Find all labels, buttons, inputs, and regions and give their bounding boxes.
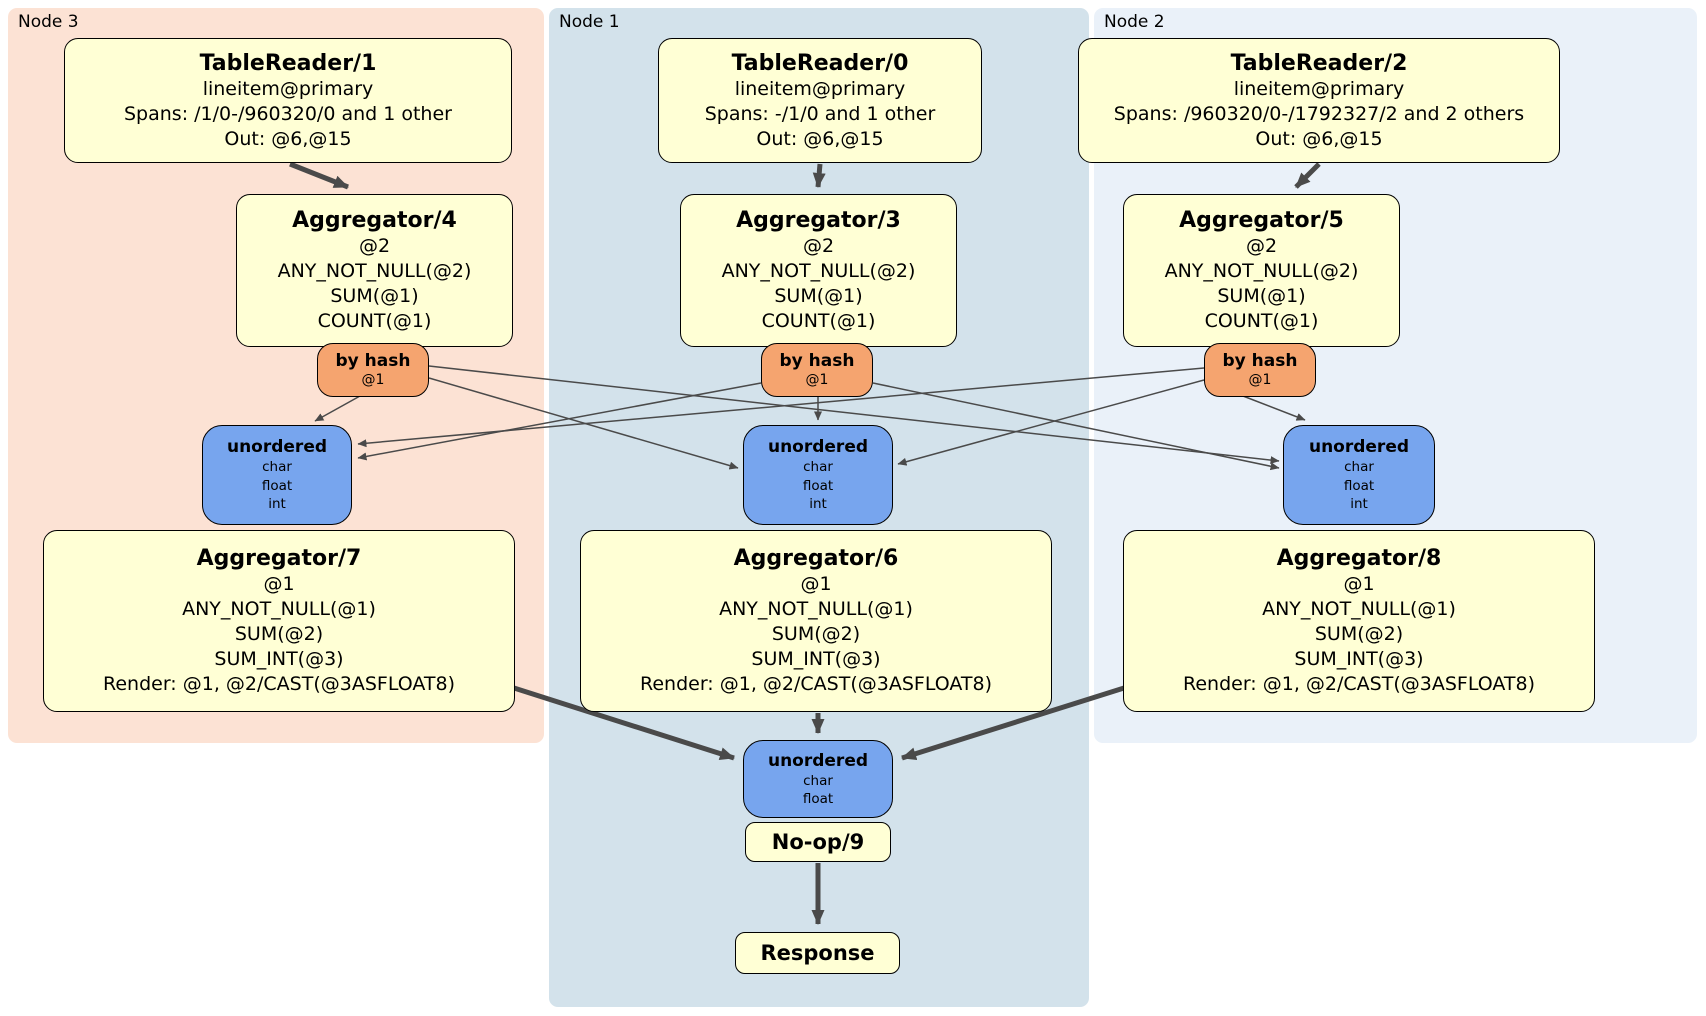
sync-stream: int (1350, 496, 1368, 513)
region-label-node2: Node 2 (1104, 12, 1165, 32)
agg-fn: SUM(@1) (774, 285, 863, 307)
agg-fn: SUM(@1) (1217, 285, 1306, 307)
sync-unordered-node1: unordered char float int (743, 425, 893, 525)
processor-title: Aggregator/6 (733, 546, 899, 571)
agg-fn: SUM(@2) (771, 623, 861, 645)
region-label-node1: Node 1 (559, 12, 620, 32)
agg-fn: SUM(@2) (1314, 623, 1404, 645)
router-by-hash-5: by hash @1 (1204, 343, 1316, 397)
processor-title: Aggregator/4 (292, 208, 457, 233)
agg-render: Render: @1, @2/CAST(@3ASFLOAT8) (640, 673, 992, 695)
processor-title: Aggregator/3 (736, 208, 901, 233)
agg-fn: COUNT(@1) (1204, 310, 1319, 332)
sync-stream: int (809, 496, 827, 513)
sync-stream: char (803, 459, 833, 476)
sync-unordered-node3: unordered char float int (202, 425, 352, 525)
processor-aggregator-6: Aggregator/6 @1 ANY_NOT_NULL(@1) SUM(@2)… (580, 530, 1052, 712)
processor-out: Out: @6,@15 (1255, 127, 1383, 150)
processor-title: Aggregator/5 (1179, 208, 1344, 233)
processor-spans: Spans: /1/0-/960320/0 and 1 other (124, 102, 452, 125)
sync-unordered-node2: unordered char float int (1283, 425, 1435, 525)
sync-stream: float (1343, 477, 1375, 494)
processor-out: Out: @6,@15 (756, 127, 884, 150)
agg-fn: ANY_NOT_NULL(@1) (182, 598, 376, 620)
sync-stream: char (803, 772, 833, 789)
processor-spans: Spans: /960320/0-/1792327/2 and 2 others (1113, 102, 1525, 125)
agg-group-col: @2 (802, 235, 835, 257)
agg-fn: ANY_NOT_NULL(@1) (1262, 598, 1456, 620)
processor-out: Out: @6,@15 (224, 127, 352, 150)
processor-title: TableReader/1 (199, 50, 377, 76)
processor-index: lineitem@primary (734, 77, 906, 100)
processor-title: TableReader/2 (1230, 50, 1408, 76)
agg-group-col: @2 (358, 235, 391, 257)
agg-fn: SUM(@2) (234, 623, 324, 645)
agg-fn: COUNT(@1) (761, 310, 876, 332)
processor-index: lineitem@primary (202, 77, 374, 100)
sync-title: unordered (767, 437, 869, 458)
processor-tablereader-2: TableReader/2 lineitem@primary Spans: /9… (1078, 38, 1560, 163)
sync-stream: float (802, 791, 834, 807)
router-by-hash-4: by hash @1 (317, 343, 429, 397)
agg-group-col: @1 (263, 573, 295, 595)
router-by-hash-3: by hash @1 (761, 343, 873, 397)
processor-title: TableReader/0 (731, 50, 909, 76)
region-label-node3: Node 3 (18, 12, 79, 32)
agg-group-col: @1 (1343, 573, 1375, 595)
processor-title: Response (760, 941, 875, 965)
processor-index: lineitem@primary (1233, 77, 1405, 100)
processor-title: Aggregator/7 (196, 546, 362, 571)
agg-fn: SUM_INT(@3) (214, 648, 344, 670)
router-title: by hash (335, 351, 411, 371)
agg-fn: SUM_INT(@3) (1294, 648, 1424, 670)
agg-fn: ANY_NOT_NULL(@1) (719, 598, 913, 620)
agg-render: Render: @1, @2/CAST(@3ASFLOAT8) (1183, 673, 1535, 695)
sync-title: unordered (1308, 437, 1410, 458)
agg-fn: ANY_NOT_NULL(@2) (1164, 260, 1359, 282)
processor-aggregator-7: Aggregator/7 @1 ANY_NOT_NULL(@1) SUM(@2)… (43, 530, 515, 712)
processor-tablereader-0: TableReader/0 lineitem@primary Spans: -/… (658, 38, 982, 163)
agg-group-col: @1 (800, 573, 832, 595)
sync-title: unordered (226, 437, 328, 458)
agg-fn: SUM(@1) (330, 285, 419, 307)
sync-stream: char (262, 459, 292, 476)
sync-title: unordered (767, 750, 869, 771)
processor-aggregator-3: Aggregator/3 @2 ANY_NOT_NULL(@2) SUM(@1)… (680, 194, 957, 347)
router-key: @1 (805, 372, 829, 388)
router-key: @1 (1248, 372, 1272, 388)
agg-render: Render: @1, @2/CAST(@3ASFLOAT8) (103, 673, 455, 695)
agg-fn: ANY_NOT_NULL(@2) (277, 260, 472, 282)
processor-aggregator-8: Aggregator/8 @1 ANY_NOT_NULL(@1) SUM(@2)… (1123, 530, 1595, 712)
agg-fn: COUNT(@1) (317, 310, 432, 332)
processor-response: Response (735, 932, 900, 974)
processor-spans: Spans: -/1/0 and 1 other (704, 102, 936, 125)
processor-noop-9: No-op/9 (745, 822, 891, 862)
processor-title: Aggregator/8 (1276, 546, 1442, 571)
router-title: by hash (1222, 351, 1298, 371)
sync-unordered-final: unordered char float (743, 740, 893, 818)
router-title: by hash (779, 351, 855, 371)
processor-tablereader-1: TableReader/1 lineitem@primary Spans: /1… (64, 38, 512, 163)
router-key: @1 (361, 372, 385, 388)
sync-stream: float (802, 477, 834, 494)
processor-aggregator-4: Aggregator/4 @2 ANY_NOT_NULL(@2) SUM(@1)… (236, 194, 513, 347)
agg-fn: ANY_NOT_NULL(@2) (721, 260, 916, 282)
sync-stream: float (261, 477, 293, 494)
sync-stream: int (268, 496, 286, 513)
processor-aggregator-5: Aggregator/5 @2 ANY_NOT_NULL(@2) SUM(@1)… (1123, 194, 1400, 347)
processor-title: No-op/9 (771, 830, 865, 854)
agg-group-col: @2 (1245, 235, 1278, 257)
sync-stream: char (1344, 459, 1374, 476)
agg-fn: SUM_INT(@3) (751, 648, 881, 670)
